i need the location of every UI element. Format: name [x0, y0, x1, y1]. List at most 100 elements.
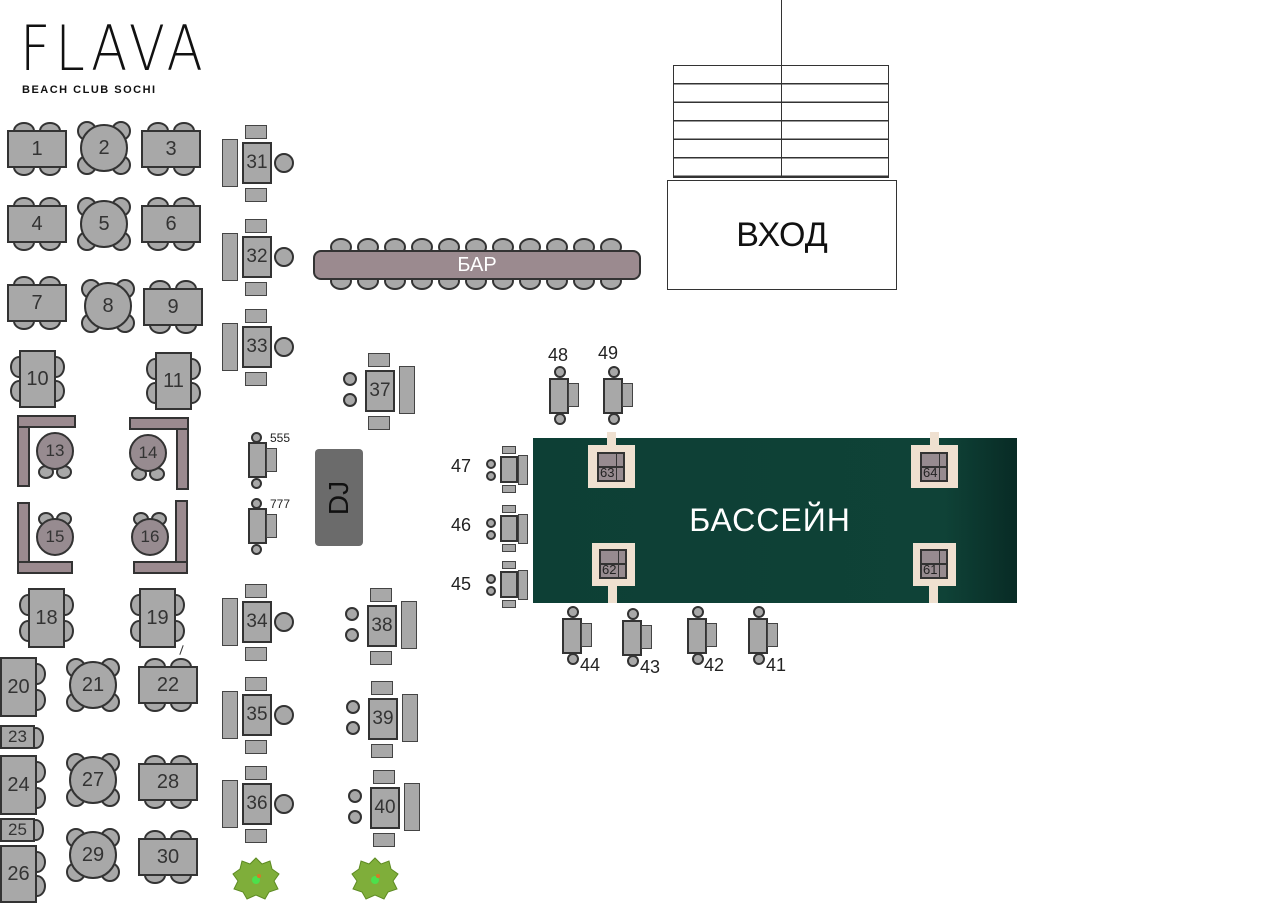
- seat: [245, 647, 267, 661]
- lounge-48[interactable]: [549, 378, 569, 414]
- stairs: [673, 65, 889, 178]
- stool: [343, 393, 357, 407]
- table-36[interactable]: 36: [242, 783, 272, 825]
- table-2[interactable]: 2: [80, 124, 128, 172]
- lounge-45[interactable]: [500, 571, 518, 598]
- lounge-label-46: 46: [451, 515, 471, 536]
- table-32[interactable]: 32: [242, 236, 272, 278]
- table-19[interactable]: 19: [139, 588, 176, 648]
- table-26[interactable]: 26: [0, 845, 37, 903]
- table-number: 10: [26, 367, 49, 390]
- seat: [245, 766, 267, 780]
- table-1[interactable]: 1: [7, 130, 67, 168]
- table-5[interactable]: 5: [80, 200, 128, 248]
- table-number: 8: [102, 294, 114, 317]
- table-20[interactable]: 20: [0, 657, 37, 717]
- bar-counter[interactable]: БАР: [313, 250, 641, 280]
- table-18[interactable]: 18: [28, 588, 65, 648]
- lounge-44[interactable]: [562, 618, 582, 654]
- table-35[interactable]: 35: [242, 694, 272, 736]
- table-10[interactable]: 10: [19, 350, 56, 408]
- lounge-47[interactable]: [500, 456, 518, 483]
- lounger-63[interactable]: 63: [597, 452, 625, 482]
- table-14[interactable]: 14: [129, 434, 167, 472]
- seat: [373, 770, 395, 784]
- table-4[interactable]: 4: [7, 205, 67, 243]
- stool: [627, 608, 639, 620]
- seat: [371, 744, 393, 758]
- table-number: 23: [8, 727, 27, 746]
- seat: [245, 677, 267, 691]
- table-39[interactable]: 39: [368, 698, 398, 740]
- table-13[interactable]: 13: [36, 432, 74, 470]
- lounger-stem-61: [929, 585, 938, 603]
- table-29[interactable]: 29: [69, 831, 117, 879]
- lounger-62[interactable]: 62: [599, 549, 627, 579]
- lounger-64[interactable]: 64: [920, 452, 948, 482]
- seat: [245, 219, 267, 233]
- bar-label: БАР: [457, 253, 497, 276]
- table-11[interactable]: 11: [155, 352, 192, 410]
- table-30[interactable]: 30: [138, 838, 198, 876]
- table-31[interactable]: 31: [242, 142, 272, 184]
- table-6[interactable]: 6: [141, 205, 201, 243]
- lounger-61[interactable]: 61: [920, 549, 948, 579]
- stool: [753, 606, 765, 618]
- lounge-41[interactable]: [748, 618, 768, 654]
- sofa-bench: [222, 233, 238, 281]
- table-7[interactable]: 7: [7, 284, 67, 322]
- table-number: 32: [246, 246, 268, 267]
- stool: [486, 518, 496, 528]
- entrance[interactable]: ВХОД: [667, 180, 897, 290]
- stool: [274, 794, 294, 814]
- table-number: 33: [246, 336, 268, 357]
- table-15[interactable]: 15: [36, 518, 74, 556]
- pool-label: БАССЕЙН: [689, 502, 851, 538]
- seat: [518, 570, 528, 600]
- lounge-43[interactable]: [622, 620, 642, 656]
- table-8[interactable]: 8: [84, 282, 132, 330]
- seat: [502, 446, 516, 454]
- table-777[interactable]: [248, 508, 267, 544]
- lounge-42[interactable]: [687, 618, 707, 654]
- table-25[interactable]: 25: [0, 818, 35, 842]
- table-number: 47: [451, 456, 472, 476]
- table-40[interactable]: 40: [370, 787, 400, 829]
- table-number: 16: [140, 527, 160, 546]
- sofa-bench: [222, 323, 238, 371]
- lounger-divider: [599, 466, 623, 468]
- seat: [502, 561, 516, 569]
- plant-icon: [351, 857, 399, 900]
- table-33[interactable]: 33: [242, 326, 272, 368]
- seat: [767, 623, 778, 647]
- lounge-46[interactable]: [500, 515, 518, 542]
- table-9[interactable]: 9: [143, 288, 203, 326]
- lounge-49[interactable]: [603, 378, 623, 414]
- seat: [368, 416, 390, 430]
- table-555[interactable]: [248, 442, 267, 478]
- table-24[interactable]: 24: [0, 755, 37, 815]
- table-21[interactable]: 21: [69, 661, 117, 709]
- table-23[interactable]: 23: [0, 725, 35, 749]
- dj-booth[interactable]: DJ: [315, 449, 363, 546]
- table-16[interactable]: 16: [131, 518, 169, 556]
- seat: [245, 309, 267, 323]
- table-37[interactable]: 37: [365, 370, 395, 412]
- seat: [371, 681, 393, 695]
- table-22[interactable]: 22: [138, 666, 198, 704]
- table-28[interactable]: 28: [138, 763, 198, 801]
- sofa-bench: [222, 598, 238, 646]
- lounge-label-49: 49: [598, 343, 618, 364]
- table-34[interactable]: 34: [242, 601, 272, 643]
- stool: [554, 413, 566, 425]
- table-38[interactable]: 38: [367, 605, 397, 647]
- stool: [345, 628, 359, 642]
- stool: [692, 653, 704, 665]
- table-number: 35: [246, 704, 268, 725]
- stool: [345, 607, 359, 621]
- stool: [627, 655, 639, 667]
- table-27[interactable]: 27: [69, 756, 117, 804]
- table-3[interactable]: 3: [141, 130, 201, 168]
- table-number: 44: [580, 655, 601, 675]
- table-number: 7: [31, 291, 43, 314]
